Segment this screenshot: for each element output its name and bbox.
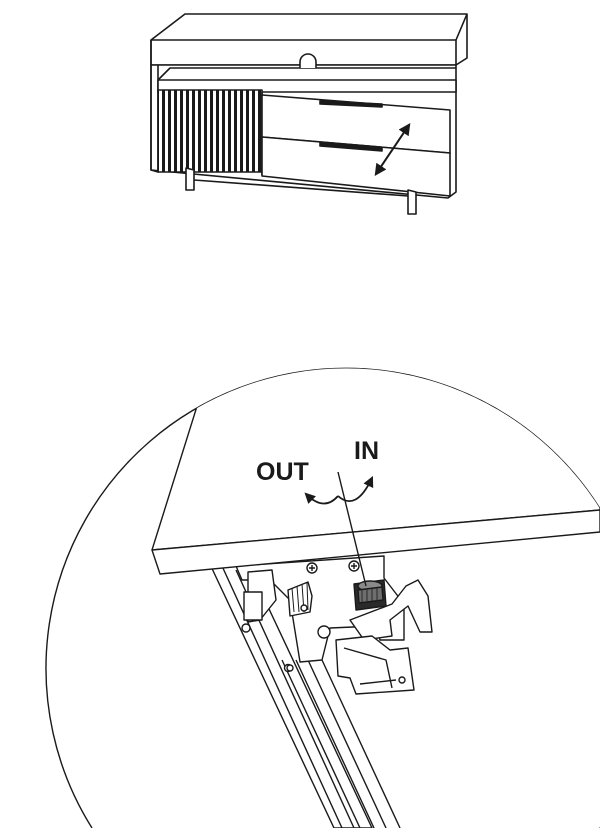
drawer-move-arrow: [374, 123, 411, 176]
leg-left: [185, 167, 195, 191]
label-in: IN: [354, 437, 379, 465]
adjustment-knob: [353, 579, 387, 611]
leg-right: [407, 189, 417, 215]
slatted-door: [157, 89, 263, 173]
knob-pointer-line: [337, 471, 367, 587]
drawer-panel-edge: [151, 509, 600, 575]
release-lever: [349, 579, 433, 641]
sideboard-shelf: [157, 79, 457, 93]
label-out: OUT: [256, 458, 309, 486]
rotate-in-arrow: [337, 476, 374, 502]
sideboard-overview: [150, 13, 468, 215]
rotate-out-arrow: [304, 492, 339, 505]
drawer-handle-upper: [319, 100, 383, 108]
